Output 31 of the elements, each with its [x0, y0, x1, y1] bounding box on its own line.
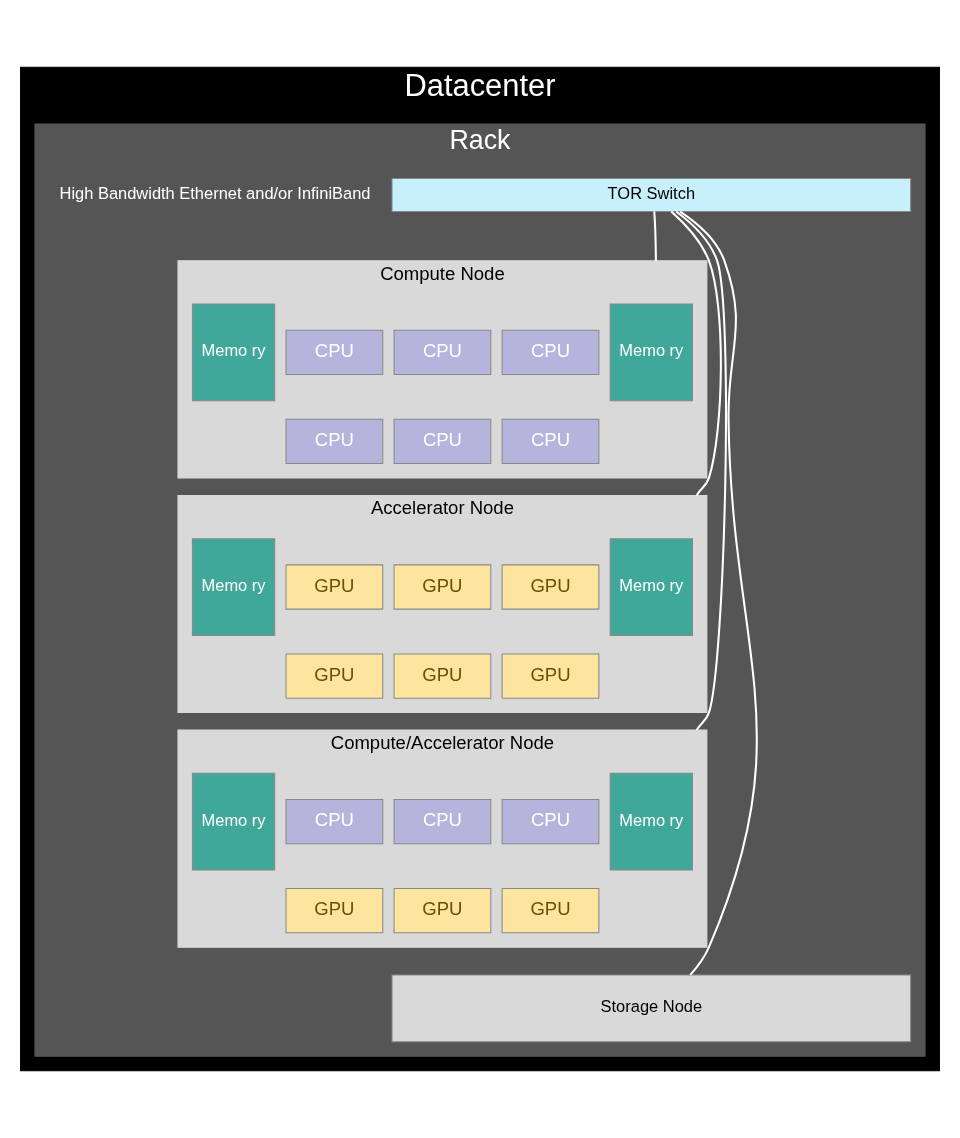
node-box: GPU	[285, 564, 384, 610]
connector	[670, 210, 722, 496]
connector	[679, 210, 758, 976]
node-box: Memo ry	[191, 772, 276, 871]
node-box: Memo ry	[191, 303, 276, 402]
node-box: Storage Node	[391, 974, 912, 1043]
node-box: GPU	[285, 888, 384, 934]
node-box: GPU	[393, 888, 492, 934]
node-box: CPU	[501, 799, 600, 845]
node-box: Memo ry	[609, 303, 693, 402]
node-box: GPU	[393, 653, 492, 699]
node-box: GPU	[501, 653, 600, 699]
node-box: CPU	[285, 418, 384, 465]
node-box: Memo ry	[609, 772, 693, 871]
node-box: TOR Switch	[391, 177, 912, 212]
node-box: CPU	[393, 799, 492, 845]
node-box: CPU	[285, 799, 384, 845]
connector	[653, 211, 657, 261]
node-box: CPU	[393, 418, 492, 465]
connector	[675, 210, 727, 731]
node-box: Memo ry	[609, 538, 693, 636]
node-box: GPU	[501, 564, 600, 610]
node-box: CPU	[285, 329, 384, 376]
node-box: CPU	[501, 418, 600, 465]
node-box: CPU	[501, 329, 600, 376]
node-box: CPU	[393, 329, 492, 376]
node-box: GPU	[501, 888, 600, 934]
node-box: GPU	[393, 564, 492, 610]
node-box: Memo ry	[191, 538, 276, 636]
node-box: GPU	[285, 653, 384, 699]
label: High Bandwidth Ethernet and/or InfiniBand	[59, 183, 371, 202]
